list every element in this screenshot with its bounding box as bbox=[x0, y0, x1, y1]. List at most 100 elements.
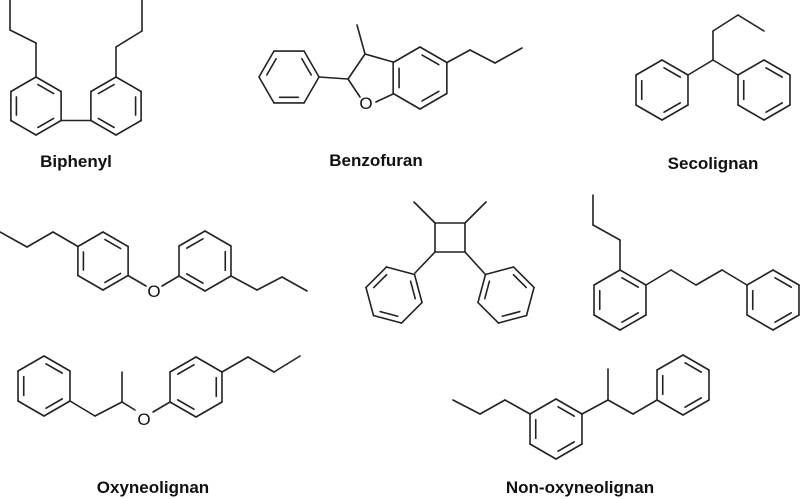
double-bond-inner bbox=[45, 362, 64, 374]
ring-bond bbox=[529, 443, 557, 460]
ring-bond bbox=[763, 59, 791, 76]
bond bbox=[695, 269, 723, 286]
bond bbox=[127, 274, 147, 287]
double-bond-inner bbox=[774, 312, 793, 324]
bond bbox=[687, 59, 714, 76]
ring-bond bbox=[303, 50, 320, 78]
double-bond-inner bbox=[97, 117, 115, 129]
ring-bond bbox=[484, 266, 515, 276]
ring-bond bbox=[656, 399, 684, 416]
bond bbox=[256, 276, 283, 291]
bond bbox=[273, 355, 301, 373]
bond bbox=[414, 251, 436, 274]
ring-bond bbox=[593, 269, 621, 286]
double-bond-inner bbox=[557, 405, 576, 417]
double-bond-inner bbox=[37, 117, 55, 129]
double-bond-inner bbox=[45, 398, 64, 410]
label-secolignan: Secolignan bbox=[668, 154, 759, 173]
double-bond-inner bbox=[104, 238, 122, 250]
double-bond-inner bbox=[97, 83, 115, 95]
bond bbox=[161, 275, 180, 287]
bond bbox=[632, 399, 658, 415]
ring-bond bbox=[619, 269, 647, 286]
ring-bond bbox=[763, 104, 791, 121]
bond bbox=[469, 49, 496, 64]
ring-bond bbox=[525, 286, 535, 317]
ring-bond bbox=[178, 275, 206, 292]
bond bbox=[670, 269, 697, 286]
label-benzofuran: Benzofuran bbox=[329, 151, 423, 170]
ring-bond bbox=[593, 314, 621, 331]
ring-bond bbox=[419, 46, 448, 64]
double-bond-inner bbox=[409, 280, 417, 300]
ring-bond bbox=[17, 355, 45, 372]
double-bond-inner bbox=[663, 102, 682, 114]
bond bbox=[737, 14, 765, 32]
ring-bond bbox=[477, 273, 487, 304]
bonds bbox=[0, 0, 800, 460]
bond bbox=[721, 269, 748, 286]
ring-bond bbox=[195, 401, 223, 418]
ring-bond bbox=[635, 59, 663, 76]
double-bond-inner bbox=[557, 441, 576, 453]
ring-bond bbox=[102, 274, 129, 291]
bond bbox=[504, 399, 531, 415]
bond bbox=[413, 201, 436, 224]
bond bbox=[52, 231, 79, 248]
ring-bond bbox=[10, 119, 37, 136]
ring-bond bbox=[746, 269, 774, 286]
double-bond-inner bbox=[483, 280, 491, 300]
ring-bond bbox=[303, 76, 320, 104]
ring-bond bbox=[737, 104, 765, 121]
bond bbox=[221, 356, 249, 373]
ring-bond bbox=[529, 398, 557, 415]
double-bond-inner bbox=[379, 310, 399, 318]
ring-bond bbox=[656, 354, 684, 371]
ring-bond bbox=[195, 356, 223, 373]
ring-bond bbox=[178, 230, 206, 247]
double-bond-inner bbox=[765, 102, 784, 114]
bond bbox=[69, 400, 96, 417]
bond bbox=[712, 59, 739, 76]
ring-bond bbox=[169, 401, 197, 418]
ring-bond bbox=[35, 119, 62, 136]
ring-bond bbox=[102, 231, 129, 248]
bond bbox=[121, 401, 136, 411]
double-bond-inner bbox=[185, 273, 204, 285]
ring-bond bbox=[555, 443, 583, 460]
ring-bond bbox=[372, 314, 403, 324]
ring-bond bbox=[772, 314, 800, 331]
oxygen-atom-oxyneolignan: O bbox=[137, 410, 150, 429]
ring-bond bbox=[35, 76, 62, 93]
ring-bond bbox=[43, 400, 71, 417]
ring-bond bbox=[90, 76, 117, 93]
ring-bond bbox=[90, 119, 117, 136]
bond bbox=[281, 276, 308, 292]
bond bbox=[247, 356, 275, 373]
label-biphenyl: Biphenyl bbox=[40, 152, 112, 171]
bond bbox=[347, 53, 366, 80]
bond bbox=[592, 224, 621, 241]
double-bond-inner bbox=[372, 273, 388, 289]
double-bond-inner bbox=[185, 237, 204, 249]
ring-bond bbox=[115, 76, 142, 93]
bond bbox=[452, 399, 481, 415]
double-bond-inner bbox=[104, 272, 122, 284]
double-bond-inner bbox=[176, 399, 195, 411]
bond bbox=[494, 47, 523, 64]
bond bbox=[607, 399, 634, 415]
ring-bond bbox=[365, 286, 375, 317]
double-bond-inner bbox=[37, 83, 55, 95]
ring-bond bbox=[555, 398, 583, 415]
ring-bond bbox=[413, 273, 423, 304]
ring-bond bbox=[77, 274, 104, 291]
bond bbox=[581, 399, 609, 415]
ring-bond bbox=[497, 314, 528, 324]
double-bond-inner bbox=[265, 57, 277, 76]
bond bbox=[364, 53, 394, 63]
double-bond-inner bbox=[684, 361, 703, 373]
bond bbox=[446, 49, 471, 64]
ring-bond bbox=[17, 400, 45, 417]
bond bbox=[375, 93, 394, 103]
bond bbox=[464, 201, 487, 224]
